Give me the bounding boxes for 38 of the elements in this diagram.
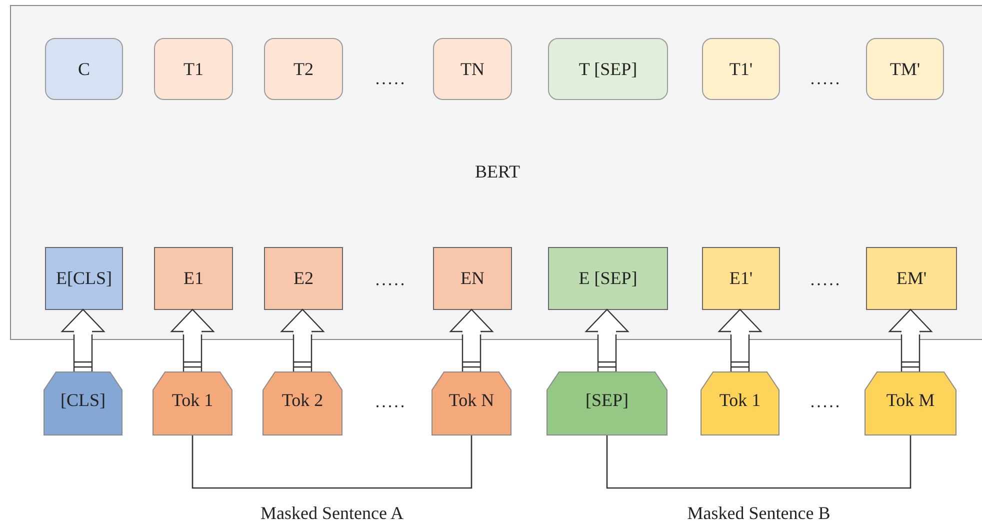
output-box: T1 (154, 38, 233, 100)
token-box: Tok 2 (263, 372, 342, 435)
block-arrow (888, 308, 932, 373)
token-box: Tok M (865, 372, 956, 435)
token-box: Tok N (432, 372, 511, 435)
block-arrow (61, 308, 105, 373)
embedding-box: E[CLS] (45, 247, 123, 310)
block-arrow (170, 308, 214, 373)
embedding-box: EM' (866, 247, 957, 310)
token-box: Tok 1 (701, 372, 779, 435)
bracket-line (606, 435, 912, 489)
ellipsis: ..... (810, 270, 842, 290)
embedding-box: E1' (702, 247, 780, 310)
token-box: [CLS] (44, 372, 122, 435)
embedding-box: EN (433, 247, 512, 310)
embedding-box: E [SEP] (548, 247, 668, 310)
output-box: T1' (702, 38, 780, 100)
token-box: Tok 1 (153, 372, 232, 435)
token-box: [SEP] (547, 372, 667, 435)
output-box: T2 (264, 38, 343, 100)
output-box: TN (433, 38, 512, 100)
model-panel (10, 5, 982, 340)
ellipsis: ..... (810, 69, 842, 89)
output-box: TM' (866, 38, 944, 100)
embedding-box: E1 (154, 247, 233, 310)
block-arrow (280, 308, 324, 373)
model-label: BERT (475, 162, 520, 182)
ellipsis: ..... (375, 69, 407, 89)
embedding-box: E2 (264, 247, 343, 310)
output-box: T [SEP] (548, 38, 668, 100)
ellipsis: ..... (375, 392, 407, 412)
block-arrow (450, 308, 494, 373)
block-arrow (718, 308, 762, 373)
output-box: C (45, 38, 123, 100)
ellipsis: ..... (810, 392, 842, 412)
block-arrow (585, 308, 629, 373)
bracket-line (192, 435, 472, 489)
ellipsis: ..... (375, 270, 407, 290)
